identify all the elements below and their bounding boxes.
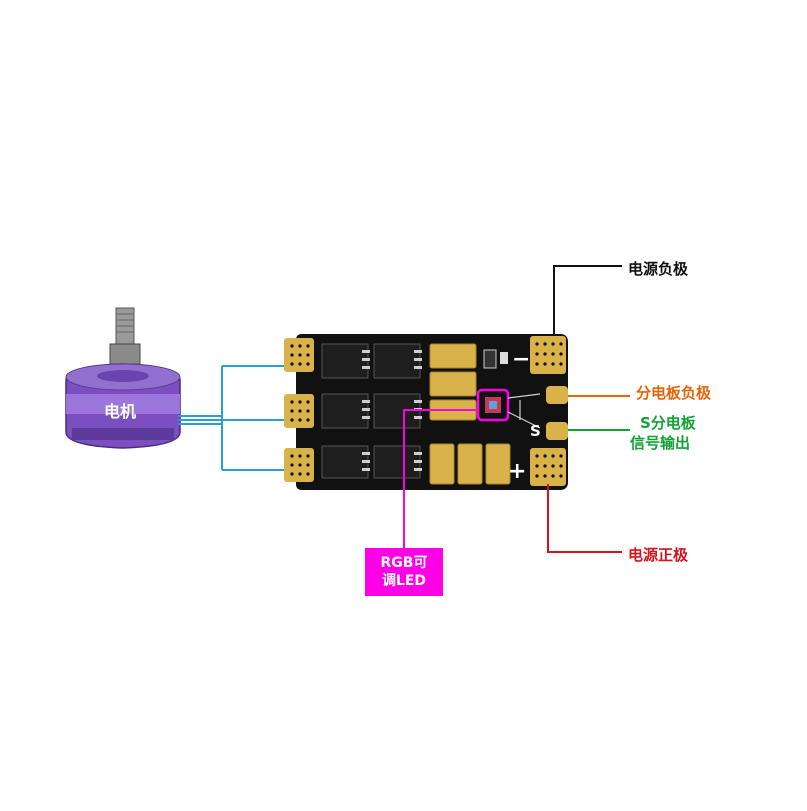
- pad-holes: [290, 344, 310, 476]
- motor-band: [66, 394, 180, 414]
- led-label-line1: RGB可: [380, 555, 428, 571]
- motor-label: 电机: [104, 402, 137, 421]
- phase-wires: [221, 365, 292, 471]
- callout-power-positive: [547, 484, 622, 553]
- motor: [65, 307, 222, 449]
- sub-board-pads: [546, 386, 568, 440]
- callout-led: [403, 409, 478, 548]
- motor-hub: [109, 343, 141, 365]
- motor-top-center: [97, 370, 149, 382]
- silk-signal: S: [530, 422, 541, 440]
- label-signal-output-line1: S分电板: [640, 414, 696, 432]
- small-components: [483, 349, 508, 369]
- label-power-negative: 电源负极: [628, 260, 689, 278]
- silk-minus: −: [512, 347, 530, 372]
- esc-board: − S +: [284, 334, 568, 490]
- label-power-positive: 电源正极: [628, 546, 689, 564]
- capacitors-bottom: [429, 443, 511, 485]
- motor-base: [72, 428, 174, 440]
- shaft-thread: [116, 313, 134, 333]
- rgb-led: [476, 388, 510, 422]
- motor-wires: [178, 415, 222, 425]
- power-pad-holes: [535, 342, 563, 478]
- label-sub-board-negative: 分电板负极: [636, 384, 712, 402]
- label-signal-output-line2: 信号输出: [630, 434, 691, 452]
- board-traces: [507, 393, 541, 429]
- silk-plus: +: [508, 459, 526, 484]
- led-label-line2: 调LED: [381, 573, 427, 589]
- led-label-box: RGB可 调LED: [365, 548, 443, 596]
- callout-power-negative: [553, 265, 622, 334]
- capacitors-top: [429, 343, 477, 421]
- power-pads: [530, 336, 566, 486]
